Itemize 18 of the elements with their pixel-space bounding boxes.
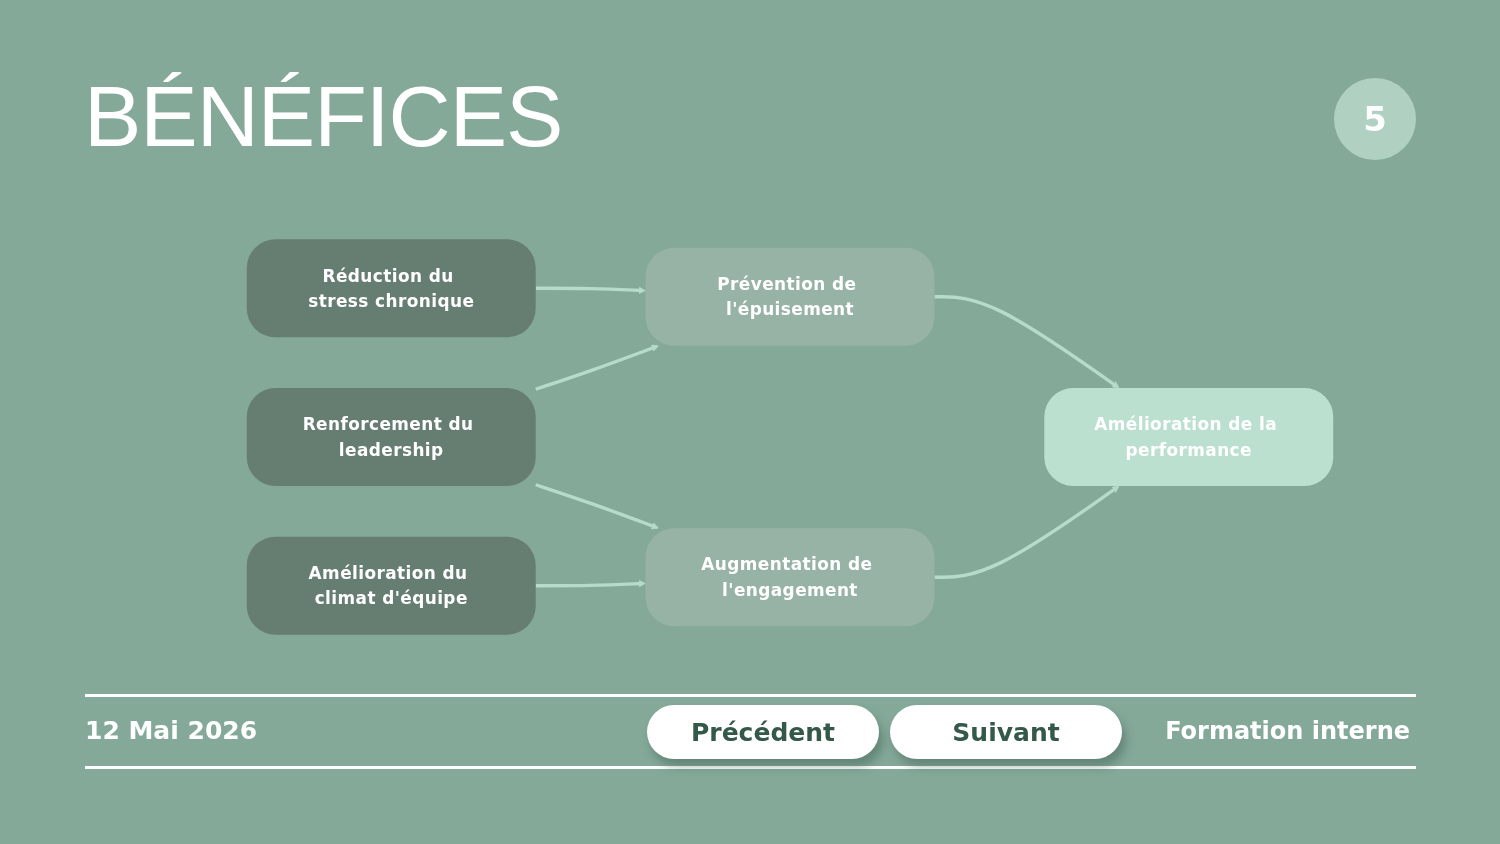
node-box: Amélioration de la performance [1044,388,1334,486]
page-number-badge: 5 [1334,78,1416,160]
node-box: Réduction du stress chronique [246,239,536,338]
slide-title: BÉNÉFICES [84,67,563,166]
previous-button: Précédent [647,705,879,759]
arrow [535,579,646,588]
next-button: Suivant [890,705,1122,759]
arrow [535,483,659,530]
node-box: Renforcement du leadership [246,388,536,486]
arrow [934,295,1120,389]
arrow [535,286,646,295]
node-box: Augmentation de l'engagement [645,528,935,627]
arrow [934,485,1120,579]
node-box: Prévention de l'épuisement [645,247,935,346]
footer-text: Formation interne [1165,716,1410,747]
node-box: Amélioration du climat d'équipe [246,536,536,635]
arrow [535,344,659,391]
date-text: 12 Mai 2026 [85,715,258,747]
